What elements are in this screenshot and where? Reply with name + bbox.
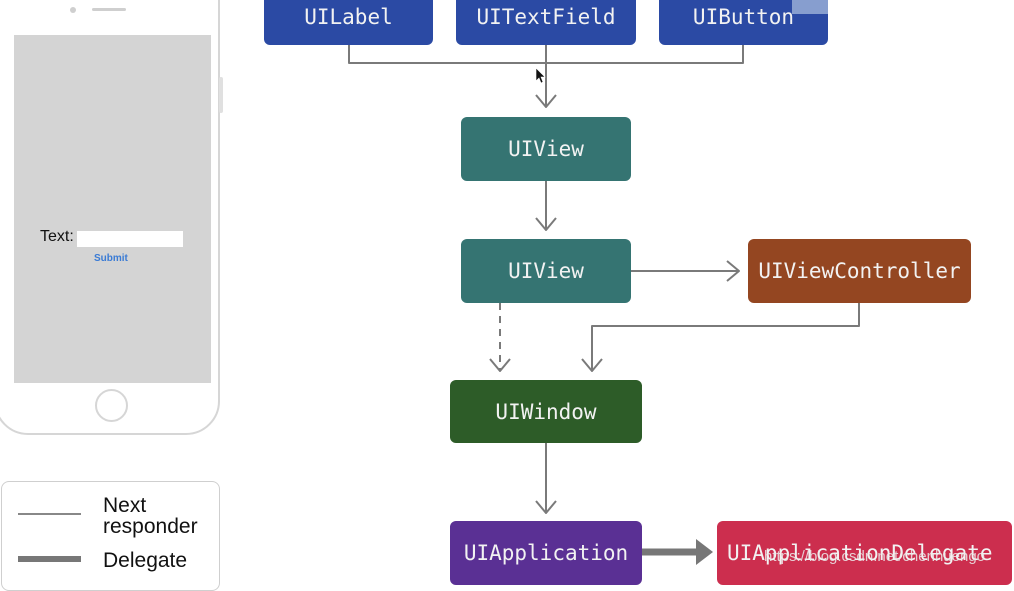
arrow-viewcontroller-to-uiwindow	[591, 303, 860, 371]
arrowhead-uiapplication	[535, 500, 557, 514]
text-label: Text:	[40, 228, 74, 245]
responder-chain-arrows	[348, 45, 860, 565]
arrowhead-uiview-top	[535, 94, 557, 108]
submit-button[interactable]: Submit	[94, 253, 128, 264]
mouse-cursor-icon	[535, 67, 546, 84]
legend-delegate-label: Delegate	[103, 549, 188, 572]
phone-screen: Text: Submit	[14, 35, 211, 383]
overlay-artifact	[792, 0, 828, 14]
delegate-arrowhead	[696, 539, 713, 565]
legend-next-responder-label: Next responder	[103, 494, 198, 538]
speaker-slot	[92, 8, 126, 11]
home-button[interactable]	[95, 389, 128, 422]
arrowhead-viewcontroller	[726, 260, 740, 282]
uiapplicationdelegate-node: UIApplicationDelegate	[717, 521, 1012, 585]
text-input[interactable]	[77, 231, 183, 247]
uiapplication-node: UIApplication	[450, 521, 642, 585]
arrowhead-uiwindow-right	[581, 358, 603, 372]
uiwindow-node: UIWindow	[450, 380, 642, 443]
camera-dot	[70, 7, 76, 13]
uiview-bottom-node: UIView	[461, 239, 631, 303]
arrowhead-uiwindow-left	[489, 358, 511, 372]
watermark-url: https://blog.csdn.net/chenhuengo	[764, 548, 986, 565]
iphone-mockup: Text: Submit	[0, 0, 223, 435]
delegate-line-sample	[18, 556, 81, 562]
arrowhead-uiview-bottom	[535, 217, 557, 231]
uiviewcontroller-node: UIViewController	[748, 239, 971, 303]
uiview-top-node: UIView	[461, 117, 631, 181]
side-button	[219, 77, 223, 113]
uilabel-node: UILabel	[264, 0, 433, 45]
uitextfield-node: UITextField	[456, 0, 636, 45]
next-responder-line-sample	[18, 513, 81, 515]
legend: Next responder Delegate	[1, 481, 220, 591]
